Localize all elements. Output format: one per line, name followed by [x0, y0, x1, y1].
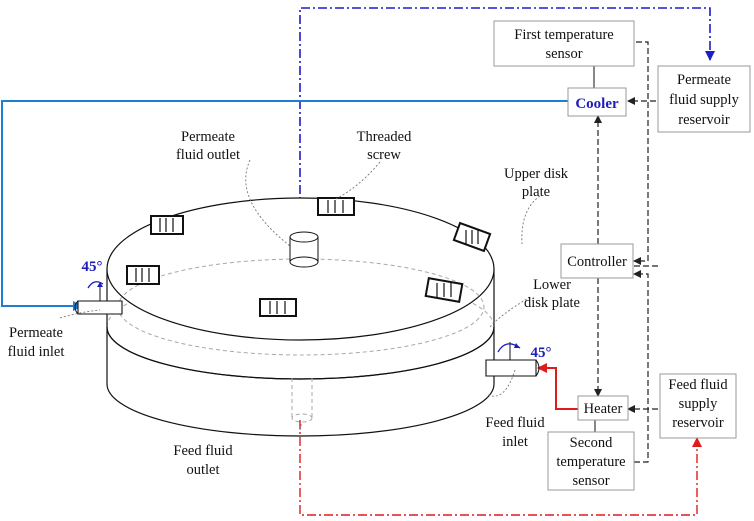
upper-disk-label-1: Upper disk [504, 166, 569, 182]
permeate-inlet-label-2: fluid inlet [8, 344, 65, 360]
permeate-supply-reservoir-box: Permeate fluid supply reservoir [657, 65, 751, 133]
permeate-outlet-label-1: Permeate [181, 129, 235, 145]
angle-marker-left [87, 281, 104, 301]
threaded-screw [452, 221, 492, 253]
permeate-feed-line [1, 100, 568, 311]
controller-label: Controller [567, 254, 627, 270]
lower-disk-label-2: disk plate [524, 295, 580, 311]
angle-left-label: 45° [82, 259, 103, 275]
lower-disk-label-1: Lower [533, 277, 571, 293]
heater-box: Heater [577, 395, 629, 421]
first-temp-sensor-label-1: First temperature [514, 27, 613, 43]
second-temperature-sensor-box: Second temperature sensor [547, 431, 635, 491]
threaded-screw [150, 215, 184, 235]
feed-supply-label-2: supply [679, 396, 718, 412]
threaded-screw [317, 197, 355, 216]
feed-inlet-label-1: Feed fluid [485, 415, 545, 431]
permeate-return-line [299, 7, 715, 262]
second-temp-sensor-label-1: Second [570, 435, 613, 451]
first-temp-sensor-label-2: sensor [545, 46, 582, 62]
leader-lines [59, 159, 541, 431]
angle-right-label: 45° [531, 345, 552, 361]
threaded-screw-label-2: screw [367, 147, 401, 163]
threaded-screw [259, 298, 297, 317]
feed-supply-reservoir-box: Feed fluid supply reservoir [659, 373, 737, 439]
angle-marker-right [497, 342, 521, 360]
controller-box: Controller [560, 243, 634, 279]
second-temp-sensor-label-3: sensor [572, 473, 609, 489]
feed-supply-label-1: Feed fluid [668, 377, 728, 393]
cooler-box: Cooler [567, 87, 627, 117]
feed-inlet-line [537, 363, 578, 410]
feed-inlet-label-2: inlet [502, 434, 528, 450]
heater-label: Heater [584, 401, 623, 417]
control-lines [594, 41, 660, 463]
threaded-screw [126, 265, 160, 285]
threaded-screw-label-1: Threaded [357, 129, 412, 145]
permeate-outlet-label-2: fluid outlet [176, 147, 240, 163]
first-temperature-sensor-box: First temperature sensor [493, 20, 635, 67]
cooler-label: Cooler [575, 96, 619, 112]
second-temp-sensor-label-2: temperature [556, 454, 625, 470]
threaded-screw [424, 277, 464, 303]
permeate-supply-label-2: fluid supply [669, 92, 739, 108]
feed-return-line [299, 420, 702, 516]
permeate-supply-label-3: reservoir [678, 112, 730, 128]
feed-outlet-label-1: Feed fluid [173, 443, 233, 459]
membrane-vessel [74, 197, 540, 437]
feed-outlet-label-2: outlet [186, 462, 219, 478]
permeate-supply-label-1: Permeate [677, 72, 731, 88]
feed-supply-label-3: reservoir [672, 415, 724, 431]
upper-disk-label-2: plate [522, 184, 550, 200]
permeate-inlet-label-1: Permeate [9, 325, 63, 341]
